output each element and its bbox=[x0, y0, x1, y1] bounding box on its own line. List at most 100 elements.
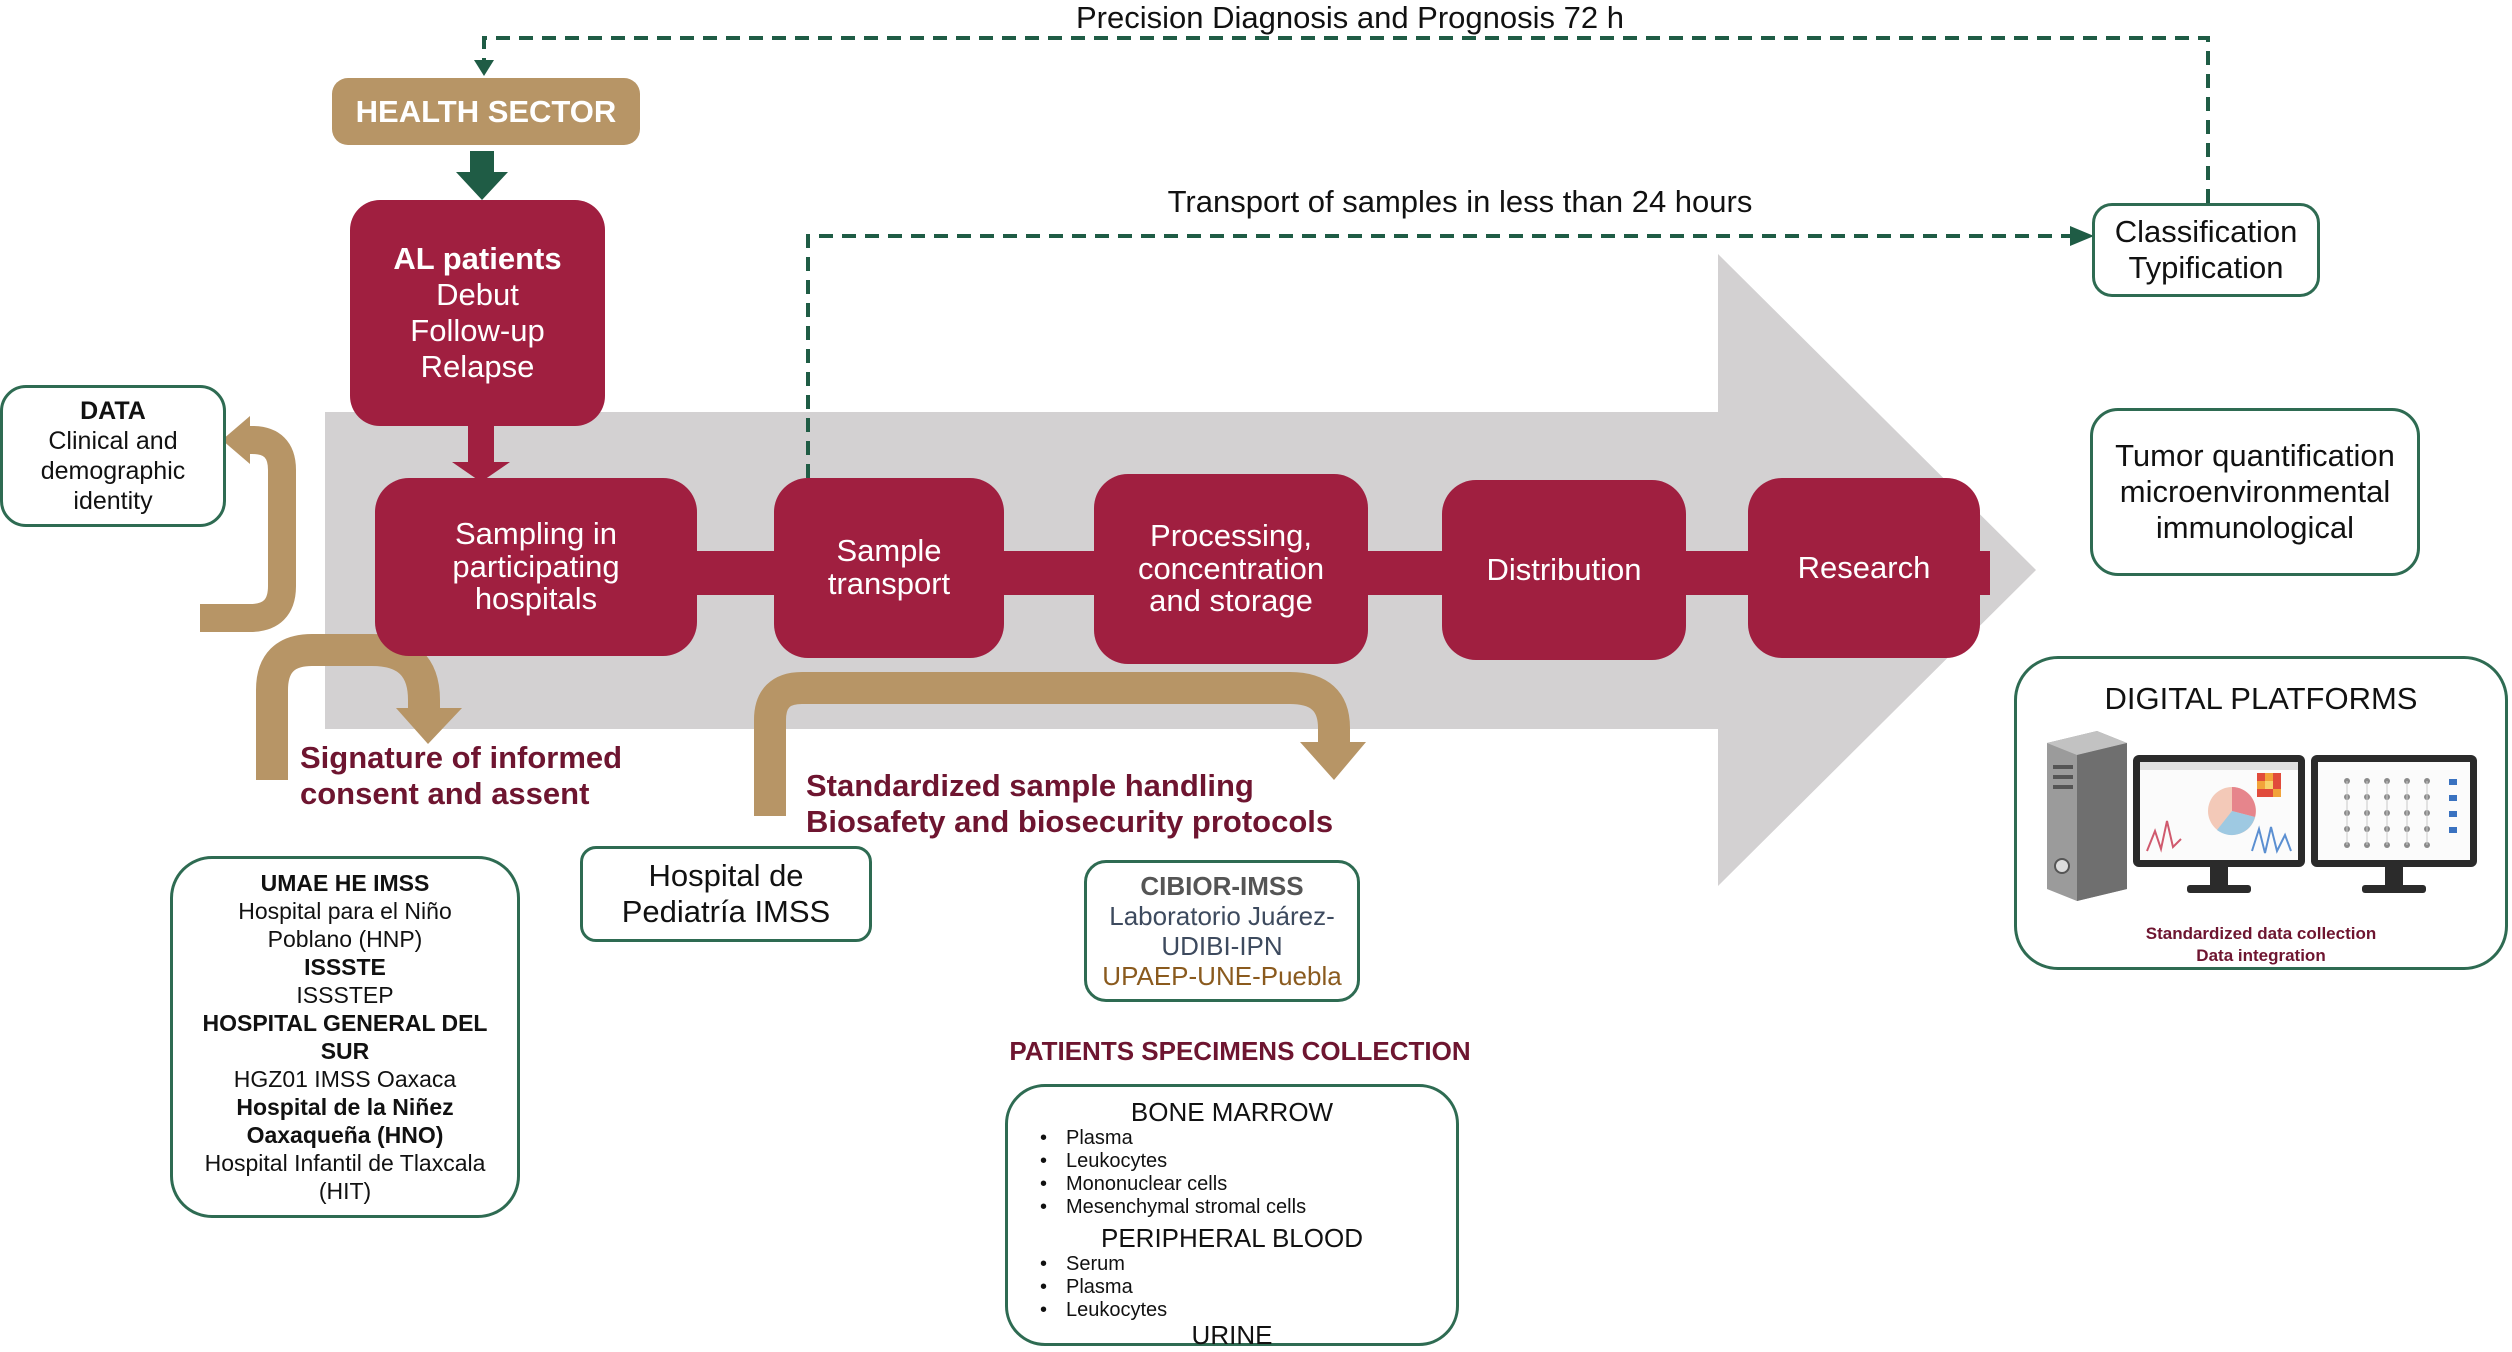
step-distribution-label: Distribution bbox=[1486, 551, 1642, 587]
hospital-line-12: (HIT) bbox=[318, 1178, 372, 1204]
tumor-line-3: immunological bbox=[2155, 510, 2355, 545]
classification-line: Classification bbox=[2114, 214, 2298, 249]
hospital-line-1: UMAE HE IMSS bbox=[260, 870, 430, 896]
data-line-clinical: Clinical and bbox=[48, 427, 178, 455]
caption-line-1: Standardized data collection bbox=[2145, 924, 2377, 943]
data-box: DATA Clinical and demographic identity bbox=[0, 385, 226, 527]
cibior-line-2: Laboratorio Juárez- bbox=[1109, 901, 1335, 931]
hospital-pediatria-line-2: Pediatría IMSS bbox=[621, 894, 831, 929]
transport-dashed-line bbox=[806, 234, 2072, 478]
hospital-line-7: SUR bbox=[320, 1038, 370, 1064]
hospital-line-11: Hospital Infantil de Tlaxcala bbox=[204, 1150, 486, 1176]
bone-marrow-list: Plasma Leukocytes Mononuclear cells Mese… bbox=[1008, 1127, 1456, 1219]
typification-line: Typification bbox=[2128, 250, 2284, 285]
hospital-pediatria-box: Hospital de Pediatría IMSS bbox=[580, 846, 872, 942]
data-line-demographic: demographic bbox=[40, 457, 186, 485]
step-distribution: Distribution bbox=[1442, 480, 1686, 660]
data-title: DATA bbox=[80, 397, 146, 425]
specimens-heading: PATIENTS SPECIMENS COLLECTION bbox=[1009, 1036, 1471, 1066]
hospital-line-8: HGZ01 IMSS Oaxaca bbox=[233, 1066, 457, 1092]
list-item: Leukocytes bbox=[1040, 1150, 1456, 1173]
hospital-pediatria-line-1: Hospital de bbox=[648, 858, 804, 893]
transport-arrowhead bbox=[2070, 226, 2094, 246]
consent-arrowhead bbox=[396, 708, 462, 744]
cibior-line-1: CIBIOR-IMSS bbox=[1140, 871, 1304, 901]
list-item: Mesenchymal stromal cells bbox=[1040, 1196, 1456, 1219]
list-item: Plasma bbox=[1040, 1276, 1456, 1299]
health-sector-arrow-head bbox=[456, 172, 508, 200]
cibior-box: CIBIOR-IMSS Laboratorio Juárez- UDIBI-IP… bbox=[1084, 860, 1360, 1002]
step-research-label: Research bbox=[1797, 549, 1931, 585]
urine-title: URINE bbox=[1191, 1320, 1273, 1350]
precision-loop-arrowhead bbox=[474, 60, 494, 76]
monitor-charts-icon bbox=[2133, 755, 2305, 893]
hospital-line-2: Hospital para el Niño bbox=[238, 898, 452, 924]
digital-platforms-box: DIGITAL PLATFORMS bbox=[2014, 656, 2508, 970]
precision-diagnosis-loop bbox=[482, 36, 2210, 203]
step-transport-line-2: transport bbox=[827, 566, 951, 601]
al-patients-debut: Debut bbox=[436, 277, 519, 312]
step-processing-line-3: and storage bbox=[1149, 583, 1313, 619]
peripheral-blood-title: PERIPHERAL BLOOD bbox=[1100, 1223, 1363, 1253]
data-return-arrow bbox=[200, 426, 296, 632]
step-sampling-line-1: Sampling in bbox=[455, 515, 617, 551]
hospital-line-4: ISSSTE bbox=[304, 954, 386, 980]
consent-label: Signature of informed consent and assent bbox=[300, 740, 740, 812]
hospital-line-6: HOSPITAL GENERAL DEL bbox=[202, 1010, 488, 1036]
classification-box: Classification Typification bbox=[2092, 203, 2320, 297]
list-item: Mononuclear cells bbox=[1040, 1173, 1456, 1196]
hospital-line-9: Hospital de la Niñez bbox=[236, 1094, 454, 1120]
consent-arrow bbox=[256, 634, 440, 780]
step-sampling-line-3: hospitals bbox=[474, 581, 598, 617]
al-patients-followup: Follow-up bbox=[410, 313, 545, 348]
patients-connector-arrowhead bbox=[452, 462, 510, 482]
hospital-line-10: Oaxaqueña (HNO) bbox=[246, 1122, 444, 1148]
al-patients-title: AL patients bbox=[393, 241, 562, 276]
health-sector-box: HEALTH SECTOR bbox=[332, 78, 640, 145]
digital-platforms-caption: Standardized data collection Data integr… bbox=[2017, 923, 2505, 967]
health-sector-arrow-stem bbox=[470, 151, 494, 175]
list-item: Serum bbox=[1040, 1253, 1456, 1276]
al-patients-relapse: Relapse bbox=[420, 349, 535, 384]
cibior-line-4: UPAEP-UNE-Puebla bbox=[1102, 961, 1342, 991]
bone-marrow-title: BONE MARROW bbox=[1130, 1097, 1334, 1127]
hospitals-box: UMAE HE IMSS Hospital para el Niño Pobla… bbox=[170, 856, 520, 1218]
digital-platforms-title: DIGITAL PLATFORMS bbox=[2104, 681, 2418, 716]
monitor-network-icon bbox=[2311, 755, 2477, 893]
tumor-line-1: Tumor quantification bbox=[2115, 438, 2395, 473]
hospital-line-5: ISSSTEP bbox=[296, 982, 394, 1008]
standardized-arrow bbox=[754, 672, 1350, 816]
standardized-line-2: Biosafety and biosecurity protocols bbox=[806, 803, 1334, 839]
tumor-line-2: microenvironmental bbox=[2119, 474, 2391, 509]
step-research: Research bbox=[1748, 478, 1980, 658]
digital-platforms-illustration bbox=[2047, 731, 2477, 901]
step-sample-transport: Sample transport bbox=[774, 478, 1004, 658]
step-processing-line-2: concentration bbox=[1137, 550, 1325, 586]
caption-line-2: Data integration bbox=[2196, 946, 2326, 965]
step-sampling-hospitals: Sampling in participating hospitals bbox=[375, 478, 697, 656]
consent-line-1: Signature of informed bbox=[300, 740, 623, 775]
standardized-arrowhead bbox=[1300, 742, 1366, 780]
precision-diagnosis-label: Precision Diagnosis and Prognosis 72 h bbox=[1076, 0, 1624, 35]
step-sampling-line-2: participating bbox=[452, 548, 620, 584]
step-processing-storage: Processing, concentration and storage bbox=[1094, 474, 1368, 664]
step-processing-line-1: Processing, bbox=[1150, 517, 1312, 553]
standardized-label: Standardized sample handling Biosafety a… bbox=[806, 768, 1426, 840]
hospital-line-3: Poblano (HNP) bbox=[267, 926, 423, 952]
consent-line-2: consent and assent bbox=[300, 775, 590, 811]
standardized-line-1: Standardized sample handling bbox=[806, 768, 1254, 803]
data-return-arrowhead bbox=[222, 416, 250, 464]
computer-tower-icon bbox=[2047, 731, 2127, 901]
tumor-quantification-box: Tumor quantification microenvironmental … bbox=[2090, 408, 2420, 576]
data-line-identity: identity bbox=[73, 487, 153, 515]
al-patients-box: AL patients Debut Follow-up Relapse bbox=[350, 200, 605, 426]
cibior-line-3: UDIBI-IPN bbox=[1161, 931, 1283, 961]
list-item: Plasma bbox=[1040, 1127, 1456, 1150]
peripheral-blood-list: Serum Plasma Leukocytes bbox=[1008, 1253, 1456, 1322]
list-item: Leukocytes bbox=[1040, 1299, 1456, 1322]
patients-connector bbox=[468, 420, 494, 470]
transport-label: Transport of samples in less than 24 hou… bbox=[1167, 184, 1753, 219]
specimens-box: BONE MARROW Plasma Leukocytes Mononuclea… bbox=[1005, 1084, 1459, 1350]
step-transport-line-1: Sample bbox=[836, 533, 942, 569]
